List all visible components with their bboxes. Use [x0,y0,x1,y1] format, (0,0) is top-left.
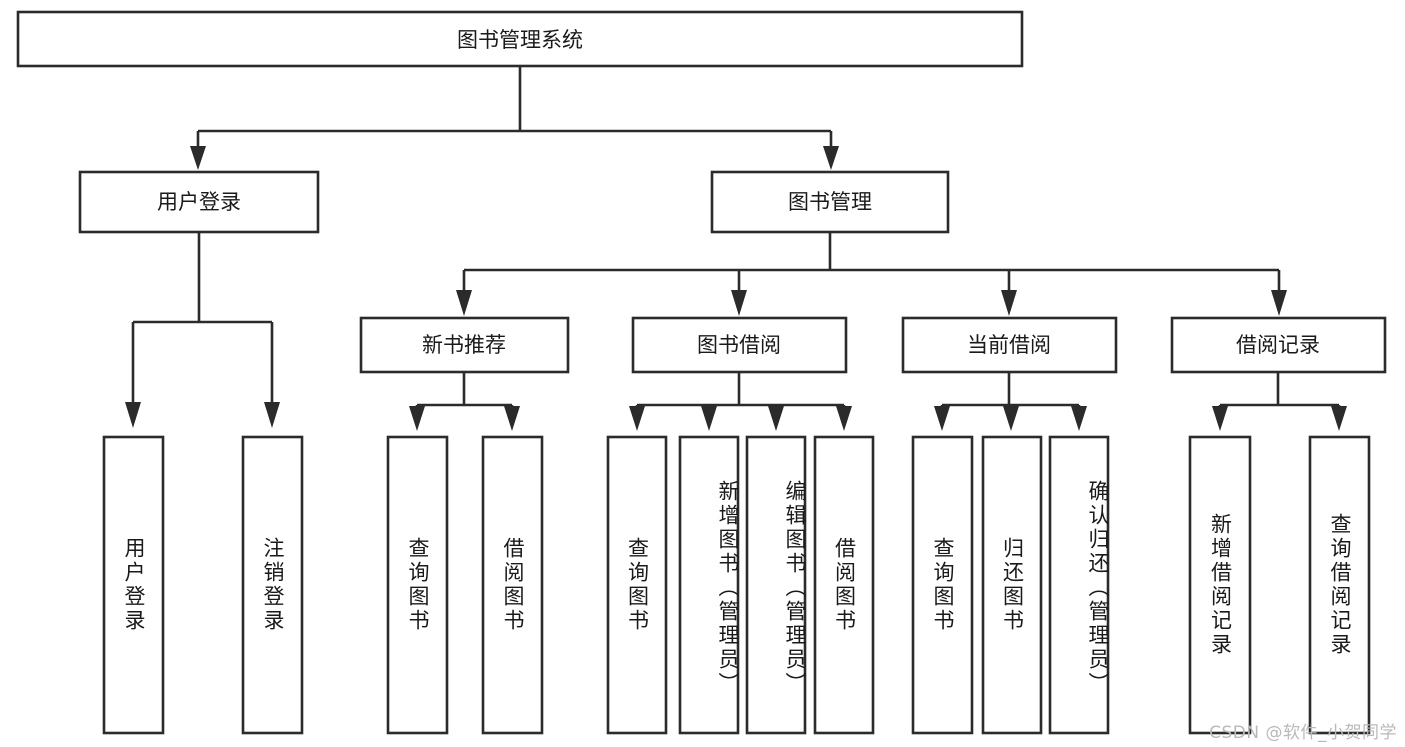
node-current-borrow-box[interactable] [901,316,1118,374]
node-book-manage[interactable]: 图书管理 [710,170,950,234]
arrow-to-leaf-query-book-1 [409,406,425,431]
node-root[interactable]: 图书管理系统 [16,10,1024,68]
leaf-box-add-book[interactable] [678,435,740,735]
csdn-watermark: CSDN @软件_小贺同学 [1209,723,1397,743]
leaf-box-logout-login[interactable] [241,435,304,735]
arrow-to-leaf-add-record [1212,406,1228,431]
node-user-login[interactable]: 用户登录 [78,170,320,234]
leaf-box-add-record[interactable] [1188,435,1252,735]
node-new-book-recommend[interactable]: 新书推荐 [359,316,570,374]
arrow-to-new-book-recommend [456,290,472,316]
arrow-to-leaf-confirm-return [1071,406,1087,431]
arrow-to-leaf-query-book-3 [934,406,950,431]
arrow-to-book-borrow [731,290,747,316]
node-book-manage-label: 图书管理 [788,190,872,214]
leaf-box-return-book[interactable] [981,435,1043,735]
node-book-borrow-box[interactable] [631,316,848,374]
leaf-box-query-record[interactable] [1308,435,1371,735]
arrow-to-leaf-edit-book [768,406,784,431]
leaf-box-query-book-2[interactable] [606,435,668,735]
leaf-box-query-book-3[interactable] [911,435,974,735]
node-borrow-record[interactable]: 借阅记录 [1170,316,1387,374]
arrow-to-current-borrow [1001,290,1017,316]
node-root-label: 图书管理系统 [457,28,583,52]
arrow-to-leaf-logout-login [264,402,280,428]
node-new-book-recommend-box[interactable] [359,316,570,374]
arrow-to-user-login [190,146,206,170]
node-borrow-record-label: 借阅记录 [1236,333,1320,357]
leaf-box-user-login[interactable] [102,435,165,735]
arrow-to-leaf-query-record [1331,406,1347,431]
leaf-box-borrow-book-2[interactable] [813,435,875,735]
node-new-book-recommend-label: 新书推荐 [422,333,506,357]
node-borrow-record-box[interactable] [1170,316,1387,374]
leaf-box-query-book-1[interactable] [386,435,449,735]
arrow-to-leaf-user-login [125,402,141,428]
arrow-to-book-manage [823,146,839,170]
arrow-to-leaf-query-book-2 [629,406,645,431]
node-user-login-label: 用户登录 [157,190,241,214]
node-root-box[interactable] [16,10,1024,68]
node-book-borrow[interactable]: 图书借阅 [631,316,848,374]
arrow-to-leaf-return-book [1003,406,1019,431]
arrow-to-leaf-add-book [701,406,717,431]
node-current-borrow[interactable]: 当前借阅 [901,316,1118,374]
arrow-to-leaf-borrow-book-1 [504,406,520,431]
node-current-borrow-label: 当前借阅 [967,333,1051,357]
arrow-to-borrow-record [1271,290,1287,316]
arrow-to-leaf-borrow-book-2 [836,406,852,431]
node-book-manage-box[interactable] [710,170,950,234]
leaf-box-edit-book[interactable] [745,435,807,735]
leaf-box-confirm-return[interactable] [1048,435,1110,735]
node-book-borrow-label: 图书借阅 [697,333,781,357]
leaf-box-borrow-book-1[interactable] [481,435,544,735]
